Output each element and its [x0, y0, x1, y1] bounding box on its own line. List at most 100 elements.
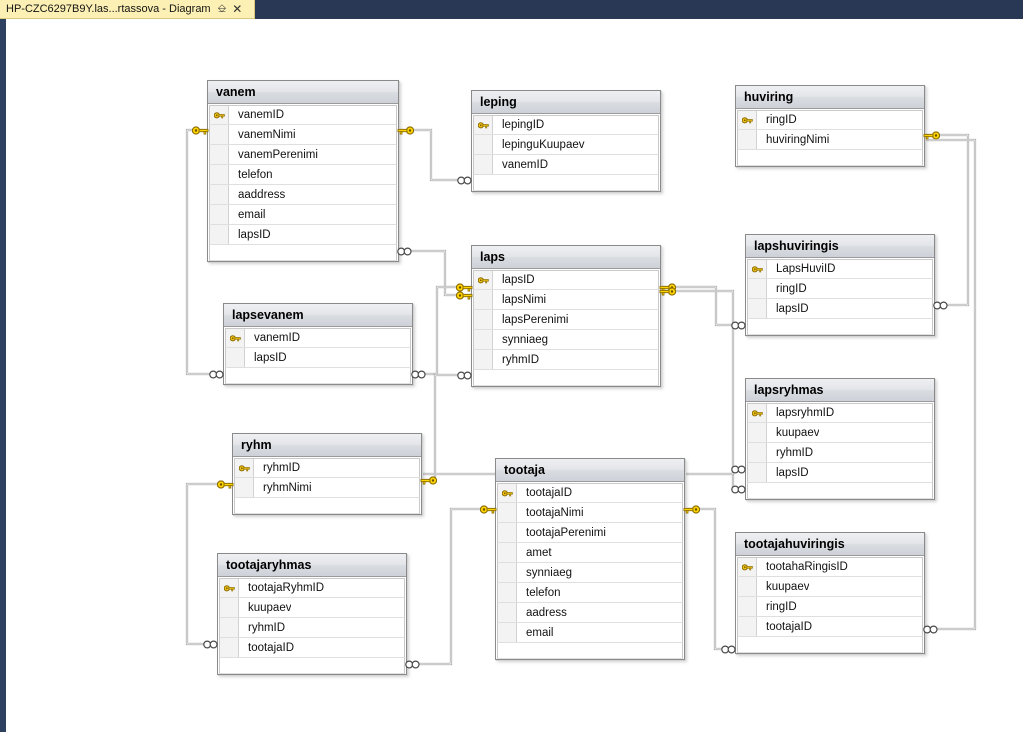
grid-filler	[497, 643, 683, 659]
column-row[interactable]: tootajaID	[219, 638, 405, 658]
column-row[interactable]: email	[497, 623, 683, 643]
column-row[interactable]: lepingID	[473, 115, 659, 135]
column-row[interactable]: kuupaev	[747, 423, 933, 443]
column-row[interactable]: lapsryhmID	[747, 403, 933, 423]
link-tootaja-tootajaryhmas[interactable]	[407, 507, 495, 666]
column-row[interactable]: ringID	[737, 597, 923, 617]
column-row[interactable]: ryhmID	[473, 350, 659, 370]
column-row[interactable]: tootajaNimi	[497, 503, 683, 523]
column-name: vanemID	[238, 109, 285, 121]
column-row[interactable]: LapsHuviID	[747, 259, 933, 279]
table-header-tootajahuviringis[interactable]: tootajahuviringis	[736, 533, 924, 556]
column-row[interactable]: email	[209, 205, 397, 225]
column-row[interactable]: lapsPerenimi	[473, 310, 659, 330]
column-row[interactable]: aadress	[497, 603, 683, 623]
tab-diagram[interactable]: HP-CZC6297B9Y.las...rtassova - Diagram ⎒…	[0, 0, 255, 19]
column-row[interactable]: amet	[497, 543, 683, 563]
column-row[interactable]: vanemID	[209, 105, 397, 125]
table-header-tootaja[interactable]: tootaja	[496, 459, 684, 482]
close-icon[interactable]: ✕	[232, 1, 243, 16]
column-row[interactable]: synniaeg	[497, 563, 683, 583]
column-row[interactable]: ringID	[747, 279, 933, 299]
column-row[interactable]: tootajaID	[737, 617, 923, 637]
column-name: tootajaID	[248, 641, 295, 654]
column-name: ryhmID	[776, 446, 814, 459]
column-name: LapsHuviID	[776, 263, 836, 275]
column-row[interactable]: vanemID	[473, 155, 659, 175]
column-row[interactable]: aaddress	[209, 185, 397, 205]
column-name: email	[526, 626, 554, 639]
table-header-huviring[interactable]: huviring	[736, 86, 924, 109]
row-selector	[498, 543, 517, 562]
column-row[interactable]: lapsID	[747, 463, 933, 483]
table-header-lapsryhmas[interactable]: lapsryhmas	[746, 379, 934, 402]
link-vanem-laps[interactable]	[399, 249, 471, 297]
column-name: vanemPerenimi	[238, 148, 318, 161]
column-row[interactable]: lapsID	[473, 270, 659, 290]
diagram-canvas[interactable]: vanem vanemID vanemNimi vanemPerenimi telefo…	[6, 19, 1023, 732]
link-ryhm-laps[interactable]	[422, 373, 471, 482]
column-row[interactable]: lapsID	[209, 225, 397, 245]
row-selector	[738, 597, 757, 616]
column-row[interactable]: ryhmID	[219, 618, 405, 638]
row-selector	[738, 130, 757, 149]
column-row[interactable]: telefon	[209, 165, 397, 185]
column-row[interactable]: ryhmID	[234, 458, 420, 478]
table-header-tootajaryhmas[interactable]: tootajaryhmas	[218, 554, 406, 577]
pin-icon[interactable]: ⎒	[217, 2, 227, 15]
column-row[interactable]: lapsNimi	[473, 290, 659, 310]
table-header-leping[interactable]: leping	[472, 91, 660, 114]
column-row[interactable]: tootajaRyhmID	[219, 578, 405, 598]
column-row[interactable]: vanemID	[225, 328, 411, 348]
column-name: tootajaID	[766, 620, 813, 633]
table-header-lapsevanem[interactable]: lapsevanem	[224, 304, 412, 327]
entity-table-vanem[interactable]: vanem vanemID vanemNimi vanemPerenimi telefo…	[207, 80, 399, 262]
primary-key-icon	[498, 484, 517, 502]
column-name: tootajaNimi	[526, 506, 584, 519]
column-row[interactable]: vanemPerenimi	[209, 145, 397, 165]
column-name: lapsID	[776, 466, 809, 479]
table-header-laps[interactable]: laps	[472, 246, 660, 269]
line-highlight	[399, 129, 471, 181]
column-row[interactable]: ringID	[737, 110, 923, 130]
column-row[interactable]: tootahaRingisID	[737, 557, 923, 577]
column-row[interactable]: ryhmNimi	[234, 478, 420, 498]
table-header-ryhm[interactable]: ryhm	[233, 434, 421, 457]
column-row[interactable]: lapsID	[747, 299, 933, 319]
grid-filler	[234, 498, 420, 514]
link-laps-lapsevanem[interactable]	[413, 285, 471, 376]
column-row[interactable]: vanemNimi	[209, 125, 397, 145]
column-row[interactable]: ryhmID	[747, 443, 933, 463]
column-row[interactable]: huviringNimi	[737, 130, 923, 150]
column-row[interactable]: lepinguKuupaev	[473, 135, 659, 155]
column-row[interactable]: tootajaPerenimi	[497, 523, 683, 543]
row-selector	[210, 185, 229, 204]
column-row[interactable]: kuupaev	[737, 577, 923, 597]
column-row[interactable]: kuupaev	[219, 598, 405, 618]
table-header-vanem[interactable]: vanem	[208, 81, 398, 104]
link-vanem-leping[interactable]	[399, 128, 471, 182]
column-row[interactable]: synniaeg	[473, 330, 659, 350]
row-selector	[498, 563, 517, 582]
column-row[interactable]: telefon	[497, 583, 683, 603]
link-tootaja-tootajahuviringis[interactable]	[685, 507, 735, 651]
column-row[interactable]: lapsID	[225, 348, 411, 368]
column-row[interactable]: tootajaID	[497, 483, 683, 503]
column-name: lapsID	[502, 274, 535, 286]
row-selector	[474, 330, 493, 349]
link-laps-lapshuviringis[interactable]	[661, 285, 745, 327]
table-header-lapshuviringis[interactable]: lapshuviringis	[746, 235, 934, 258]
